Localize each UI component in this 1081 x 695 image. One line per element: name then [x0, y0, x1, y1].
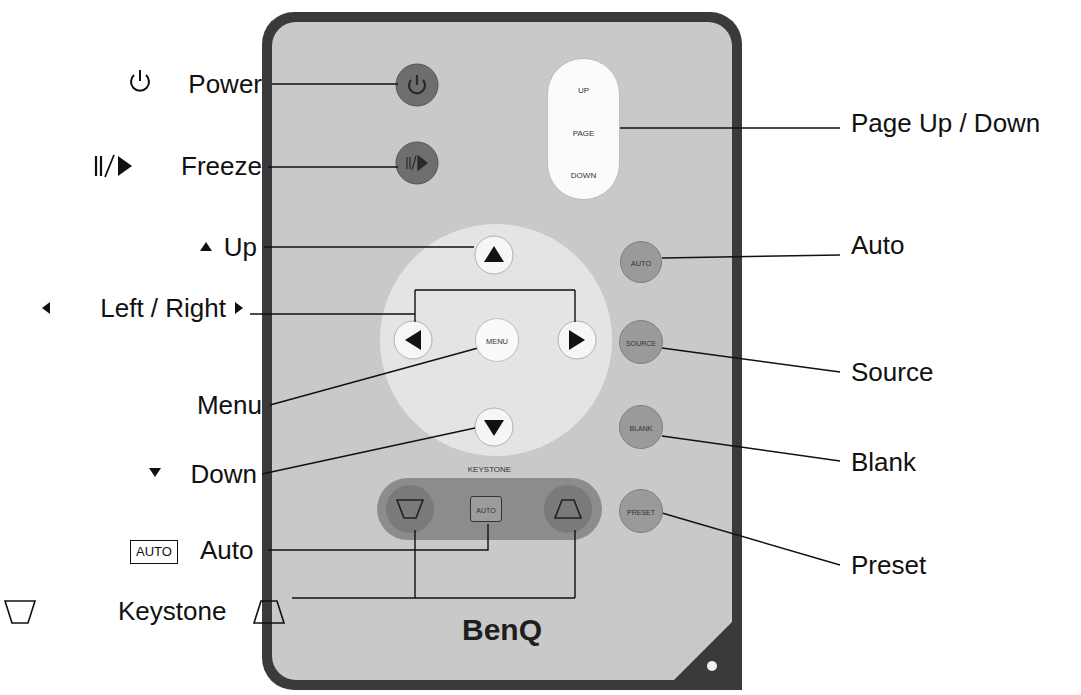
- blank-button: BLANK: [619, 405, 663, 449]
- leader-line: [662, 513, 840, 565]
- freeze-icon: [407, 156, 427, 170]
- dpad-ground: [380, 224, 612, 456]
- freeze-button: [396, 142, 438, 184]
- keystone-icon: [555, 500, 581, 518]
- callout-label: Preset: [851, 550, 926, 580]
- down-symbol: [149, 468, 161, 477]
- preset-button: PRESET: [619, 489, 663, 533]
- button-text: SOURCE: [620, 339, 662, 348]
- leader-line: [272, 83, 398, 84]
- callout-label: Keystone: [118, 596, 226, 626]
- arrow-button: [394, 321, 432, 359]
- leader-line: [250, 290, 575, 322]
- arrow-icon: [405, 330, 421, 350]
- callout-label: Up: [224, 232, 257, 262]
- menu-button: MENU: [475, 318, 519, 362]
- button-text: PRESET: [620, 508, 662, 517]
- right-symbol: [235, 302, 243, 314]
- button-text: PAGE: [548, 129, 619, 139]
- remote-body: BenQ UP PAGE DOWN MENU AUTO SOURCE BLANK KEYSTON…: [262, 12, 742, 690]
- left-symbol: [42, 302, 50, 314]
- remote-face: [272, 22, 732, 680]
- callout-label: Auto: [200, 535, 254, 565]
- button-text: AUTO: [471, 506, 501, 515]
- callout-label: Source: [851, 357, 933, 387]
- arrow-icon: [484, 246, 504, 262]
- callout-label: Left / Right: [100, 293, 226, 323]
- callout-label: Menu: [197, 390, 262, 420]
- leader-line: [292, 530, 575, 598]
- button-text: MENU: [476, 337, 518, 346]
- power-symbol: [139, 70, 141, 81]
- arrow-icon: [484, 420, 504, 436]
- page-button: UP PAGE DOWN: [547, 58, 620, 200]
- leader-line: [268, 524, 488, 550]
- callout-label: Auto: [851, 230, 905, 260]
- arrow-button: [475, 236, 513, 274]
- freeze-symbol: [118, 156, 132, 176]
- button-text: BenQ: [262, 612, 742, 648]
- source-button: SOURCE: [619, 320, 663, 364]
- up-symbol: [200, 242, 212, 251]
- keystone-auto-button: AUTO: [470, 496, 502, 522]
- button-text: UP: [548, 86, 619, 96]
- callout-label: Page Up / Down: [851, 108, 1040, 138]
- callout-label: Freeze: [181, 151, 262, 181]
- leader-line: [262, 428, 475, 474]
- freeze-symbol: [105, 155, 114, 177]
- keystone-bar: [377, 478, 602, 540]
- keystone-button: [386, 485, 434, 533]
- button-text: BLANK: [620, 424, 662, 433]
- arrow-icon: [569, 330, 585, 350]
- remote-housing: [262, 12, 742, 690]
- freeze-symbol: [96, 156, 101, 176]
- callout-label: Down: [191, 459, 257, 489]
- power-button: [396, 64, 438, 106]
- arrow-button: [475, 408, 513, 446]
- leader-line: [268, 166, 398, 167]
- button-text: AUTO: [621, 259, 661, 268]
- auto-key-symbol: AUTO: [130, 540, 178, 564]
- keystone-group: KEYSTONEAUTO: [377, 478, 602, 540]
- keystone-button: [544, 485, 592, 533]
- leader-line: [662, 436, 840, 461]
- leader-line: [662, 348, 840, 372]
- auto-button: AUTO: [620, 241, 662, 283]
- button-text: KEYSTONE: [377, 465, 602, 475]
- arrow-button: [558, 321, 596, 359]
- remote-corner: [664, 612, 742, 690]
- leader-line: [270, 348, 478, 405]
- leader-line: [662, 255, 840, 258]
- keystone-symbol: [254, 601, 284, 623]
- keystone-symbol: [5, 601, 35, 623]
- button-text: DOWN: [548, 171, 619, 181]
- leader-line: [264, 246, 474, 247]
- lanyard-hole: [707, 661, 717, 671]
- callout-label: Power: [188, 69, 262, 99]
- callout-label: Blank: [851, 447, 916, 477]
- leader-line: [618, 127, 840, 128]
- power-icon: [416, 75, 418, 85]
- keystone-icon: [397, 500, 423, 518]
